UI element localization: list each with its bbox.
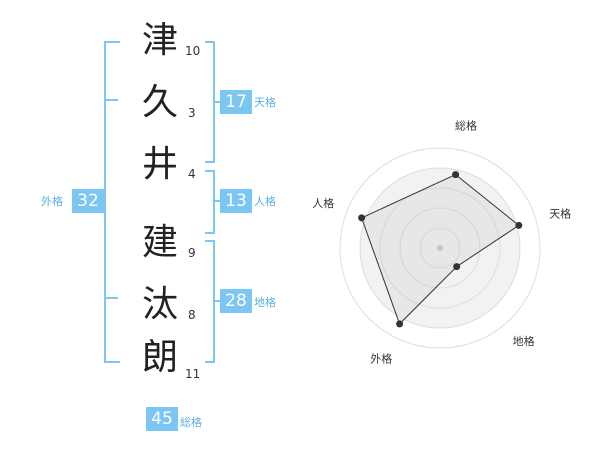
jinkaku-label: 人格 [254, 195, 276, 208]
radar-grid-ring [419, 227, 461, 269]
radar-axis-label: 天格 [549, 207, 571, 221]
name-character: 汰 [141, 284, 178, 325]
radar-data-point [396, 320, 404, 328]
gaikaku-label: 外格 [41, 195, 63, 208]
radar-data-point [515, 221, 523, 229]
tenkaku-bracket [205, 41, 215, 163]
tenkaku-label: 天格 [254, 96, 276, 109]
jinkaku-score-badge: 13 [220, 189, 252, 213]
stroke-count: 8 [188, 308, 196, 322]
radar-grid-ring [399, 207, 481, 289]
radar-data-point [452, 171, 460, 179]
soukaku-score-badge: 45 [146, 407, 178, 431]
name-character: 久 [141, 82, 178, 123]
radar-axis-label: 外格 [370, 351, 392, 365]
stroke-count: 10 [185, 44, 201, 58]
gaikaku-bracket [104, 41, 120, 363]
radar-center-dot [437, 245, 443, 251]
name-character: 建 [141, 222, 178, 263]
name-character: 朗 [141, 337, 178, 378]
gaikaku-bracket-tick [104, 99, 118, 101]
radar-axis-label: 人格 [312, 196, 334, 210]
radar-data-points [358, 171, 523, 328]
radar-grid-ring [379, 187, 501, 309]
name-character: 津 [141, 20, 178, 61]
chikaku-bracket [205, 240, 215, 363]
radar-axis-label: 地格 [513, 334, 535, 348]
tenkaku-score-badge: 17 [220, 90, 252, 114]
name-character: 井 [141, 144, 178, 185]
gaikaku-score-badge: 32 [72, 189, 104, 213]
tenkaku-bracket-connector [215, 101, 221, 103]
stroke-count: 11 [185, 367, 201, 381]
radar-data-point [358, 214, 366, 222]
chikaku-score-badge: 28 [220, 289, 252, 313]
jinkaku-bracket-connector [215, 200, 221, 202]
chikaku-label: 地格 [254, 296, 276, 309]
radar-axis-label: 総格 [455, 119, 477, 133]
soukaku-label: 総格 [180, 416, 202, 429]
radar-data-point [453, 263, 461, 271]
radar-grid-ring [339, 147, 541, 349]
stroke-count: 3 [188, 106, 196, 120]
radar-data-polygon [360, 174, 520, 325]
stroke-count: 4 [188, 167, 196, 181]
chikaku-bracket-connector [215, 300, 221, 302]
jinkaku-bracket [205, 170, 215, 234]
stroke-count: 9 [188, 246, 196, 260]
radar-center-marker [437, 245, 443, 251]
gaikaku-bracket-tick [104, 297, 118, 299]
